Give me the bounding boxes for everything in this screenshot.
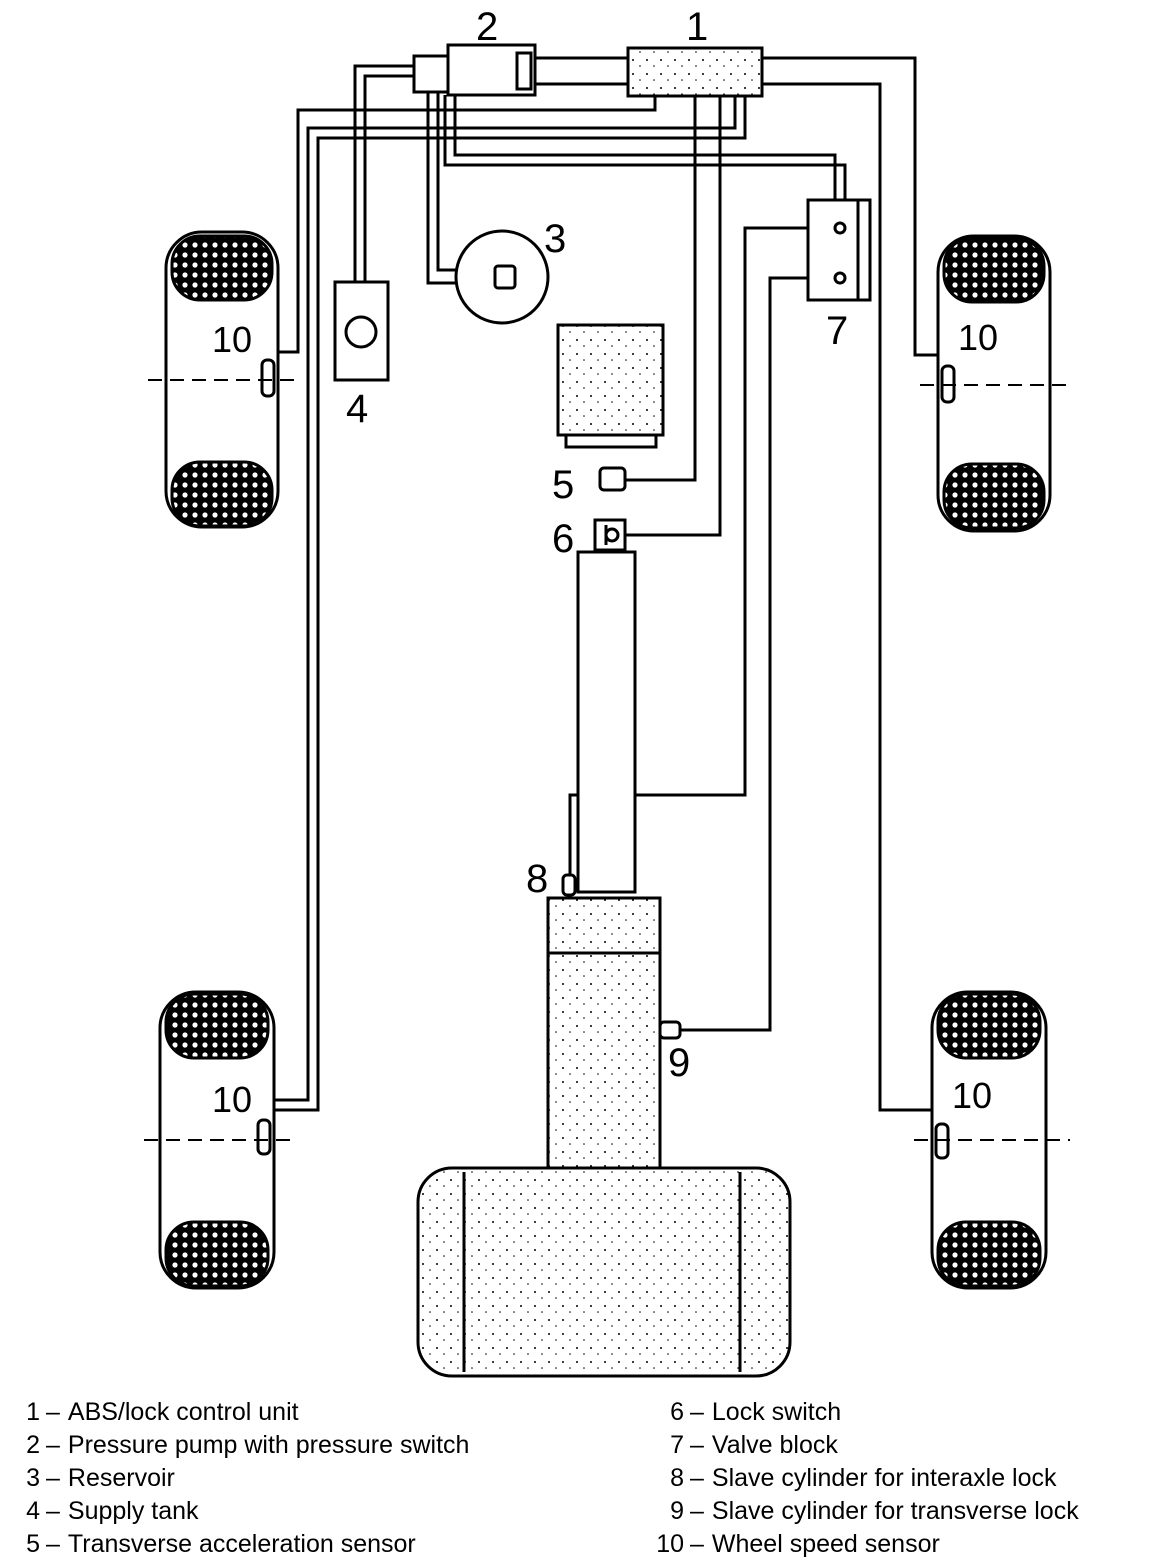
legend-item-4: 4 – Supply tank (6, 1495, 606, 1528)
callout-6: 6 (552, 517, 574, 561)
supply-tank (333, 280, 390, 382)
legend-text: Supply tank (67, 1497, 199, 1525)
callout-10-rear-left: 10 (212, 1079, 252, 1120)
lines (263, 56, 948, 1112)
legend-item-2: 2 – Pressure pump with pressure switch (6, 1429, 606, 1462)
wheel-rear-right (914, 990, 1070, 1290)
legend-text: Valve block (711, 1431, 838, 1459)
callout-7: 7 (826, 309, 848, 353)
legend-item-5: 5 – Transverse acceleration sensor (6, 1528, 606, 1561)
callout-5: 5 (552, 463, 574, 507)
callout-10-front-right: 10 (958, 317, 998, 358)
wheel-front-left (148, 230, 296, 529)
legend-text: Wheel speed sensor (711, 1530, 940, 1558)
abs-lock-control-unit (626, 46, 764, 98)
callout-10-rear-right: 10 (952, 1075, 992, 1116)
legend-item-6: 6 – Lock switch (650, 1396, 1150, 1429)
legend-right: 6 – Lock switch 7 – Valve block 8 – Slav… (650, 1396, 1150, 1561)
callout-1: 1 (686, 5, 708, 49)
wheel-rear-left (144, 990, 292, 1290)
legend-text: Slave cylinder for transverse lock (711, 1497, 1079, 1525)
pressure-pump (412, 43, 537, 97)
callout-8: 8 (526, 857, 548, 901)
legend-item-10: 10 – Wheel speed sensor (650, 1528, 1150, 1561)
reservoir (454, 229, 550, 325)
drivetrain (416, 323, 792, 1378)
callout-2: 2 (476, 5, 498, 49)
legend-item-1: 1 – ABS/lock control unit (6, 1396, 606, 1429)
legend-left: 1 – ABS/lock control unit 2 – Pressure p… (6, 1396, 606, 1561)
callout-4: 4 (346, 387, 368, 431)
legend-item-8: 8 – Slave cylinder for interaxle lock (650, 1462, 1150, 1495)
legend-text: Transverse acceleration sensor (67, 1530, 416, 1558)
callout-10-front-left: 10 (212, 319, 252, 360)
legend-item-7: 7 – Valve block (650, 1429, 1150, 1462)
callout-9: 9 (668, 1041, 690, 1085)
abs-lock-system-diagram: 1 2 3 4 5 6 7 8 9 10 10 10 10 (144, 5, 1072, 1378)
legend-text: Pressure pump with pressure switch (67, 1431, 470, 1459)
legend-text: ABS/lock control unit (67, 1398, 299, 1426)
legend-text: Lock switch (711, 1398, 842, 1426)
valve-block (806, 198, 872, 302)
legend-item-3: 3 – Reservoir (6, 1462, 606, 1495)
callout-3: 3 (544, 217, 566, 261)
wheel-front-right (920, 234, 1072, 533)
legend-text: Slave cylinder for interaxle lock (711, 1464, 1057, 1492)
legend-item-9: 9 – Slave cylinder for transverse lock (650, 1495, 1150, 1528)
legend-text: Reservoir (67, 1464, 175, 1492)
